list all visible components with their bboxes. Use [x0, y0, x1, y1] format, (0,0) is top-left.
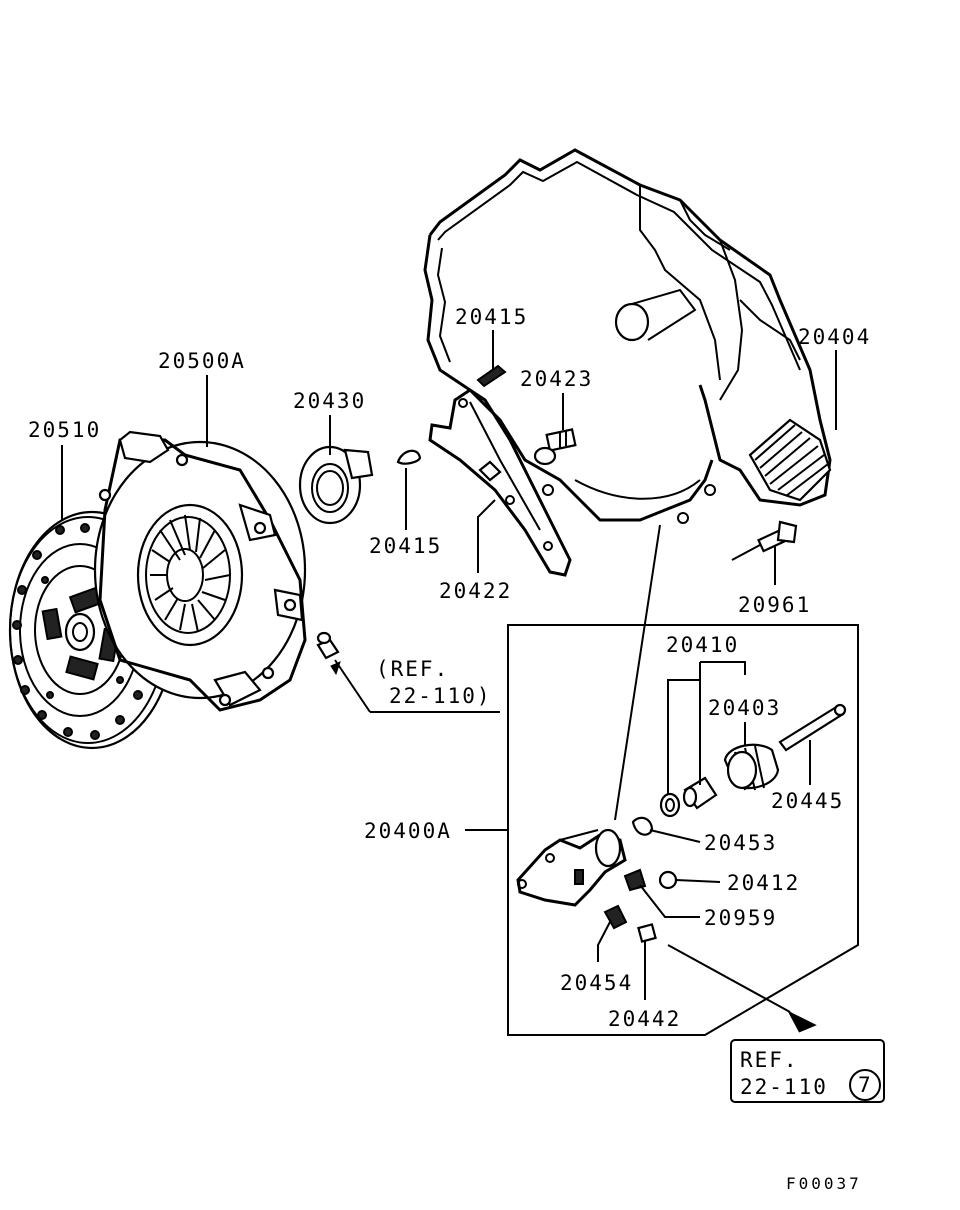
figure-code: F00037	[786, 1174, 862, 1193]
arrow-ref1	[330, 661, 341, 676]
ref1-line2: 22-110)	[389, 684, 492, 708]
callout-20430: 20430	[293, 389, 366, 413]
ref-box	[730, 1039, 885, 1103]
callout-20422: 20422	[439, 579, 512, 603]
ref2-circle-number: 7	[858, 1073, 873, 1097]
diaphragm-fingers	[150, 514, 231, 633]
callout-20412: 20412	[727, 871, 800, 895]
callout-20400A: 20400A	[364, 819, 452, 843]
callout-20415-top: 20415	[455, 305, 528, 329]
release-bearing	[298, 445, 374, 525]
assembly-frame	[507, 624, 859, 1036]
hose-fitting	[316, 631, 340, 660]
ref2-line1: REF.	[740, 1048, 799, 1072]
clip-lower	[396, 449, 422, 465]
transmission-housing	[423, 148, 832, 524]
callout-20453: 20453	[704, 831, 777, 855]
callout-20410: 20410	[666, 633, 739, 657]
callout-20404: 20404	[798, 325, 871, 349]
callout-20510: 20510	[28, 418, 101, 442]
callout-20415-bottom: 20415	[369, 534, 442, 558]
ref1-line1: (REF.	[376, 657, 449, 681]
callout-20445: 20445	[771, 789, 844, 813]
fork-boot	[748, 418, 832, 502]
callout-20959: 20959	[704, 906, 777, 930]
leader-lines	[61, 330, 837, 1013]
callout-20961: 20961	[738, 593, 811, 617]
arrow-ref2	[787, 1010, 817, 1033]
bolt-20961	[731, 520, 798, 561]
release-fork	[428, 388, 572, 577]
callout-20500A: 20500A	[158, 349, 246, 373]
callout-20423: 20423	[520, 367, 593, 391]
ref-circle	[849, 1069, 881, 1101]
fulcrum-pivot	[533, 428, 577, 466]
callout-20403: 20403	[708, 696, 781, 720]
callout-20454: 20454	[560, 971, 633, 995]
ref2-line2: 22-110	[740, 1075, 828, 1099]
callout-20442: 20442	[608, 1007, 681, 1031]
release-cylinder-assembly	[516, 703, 847, 943]
clip-upper	[476, 364, 507, 388]
clutch-pressure-plate	[93, 430, 307, 712]
